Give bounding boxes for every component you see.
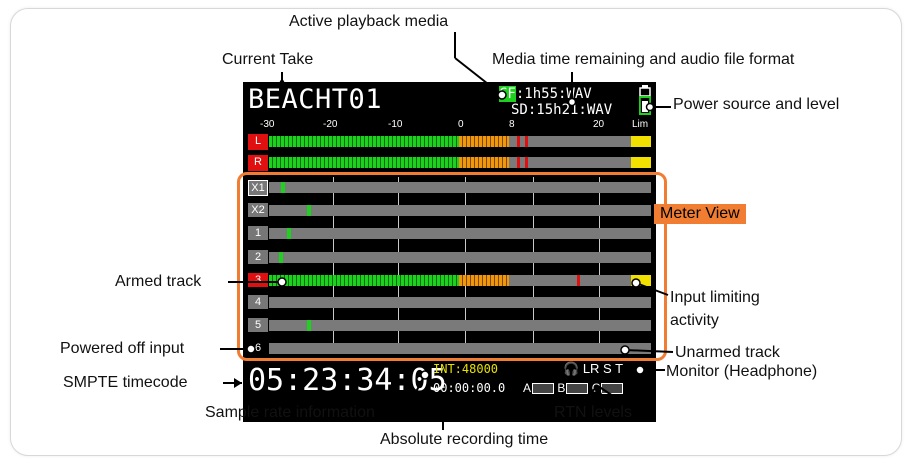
limit-indicator bbox=[631, 136, 651, 147]
track-label: 1 bbox=[248, 226, 268, 240]
headphone-icon: 🎧 bbox=[563, 361, 580, 376]
peak-hold-marker bbox=[577, 275, 580, 286]
meter-peak-indicator bbox=[307, 320, 311, 331]
peak-hold-marker bbox=[517, 157, 520, 168]
limit-indicator bbox=[631, 275, 651, 286]
lim-label: Lim bbox=[632, 119, 649, 130]
annotation-monitor-headphone: Monitor (Headphone) bbox=[666, 363, 818, 380]
scale-tick-label: 0 bbox=[458, 119, 464, 130]
meter-orange-segment bbox=[459, 275, 509, 286]
annotation-sample-rate-info: Sample rate information bbox=[205, 404, 375, 421]
track-meter bbox=[269, 205, 651, 216]
peak-hold-marker bbox=[525, 157, 528, 168]
track-meter bbox=[269, 182, 651, 193]
track-label: X1 bbox=[248, 180, 268, 196]
cf-media-status: CF:1h55:WAV bbox=[499, 86, 592, 102]
scale-tick-label: 8 bbox=[509, 119, 515, 130]
track-meter bbox=[269, 320, 651, 331]
sample-rate-info: INT:48000 bbox=[433, 362, 499, 376]
scale-tick-label: -20 bbox=[323, 119, 338, 130]
annotation-smpte-timecode: SMPTE timecode bbox=[63, 374, 188, 391]
meter-peak-indicator bbox=[279, 252, 283, 263]
track-label: 2 bbox=[248, 250, 268, 264]
cf-media-text: :1h55:WAV bbox=[515, 86, 592, 102]
rtn-b-meter bbox=[566, 383, 589, 395]
meter-green-segment bbox=[269, 157, 459, 168]
track-meter bbox=[269, 343, 651, 354]
rtn-c-label: C bbox=[591, 381, 601, 395]
track-meter bbox=[269, 228, 651, 239]
track-label: 4 bbox=[248, 295, 268, 309]
track-meter bbox=[269, 275, 651, 286]
stereo-meter bbox=[269, 157, 651, 168]
track-label: 5 bbox=[248, 318, 268, 332]
track-label: X2 bbox=[248, 203, 268, 217]
meter-peak-indicator bbox=[287, 228, 291, 239]
monitor-status: 🎧 LR S T bbox=[563, 362, 623, 376]
rtn-c-meter bbox=[601, 383, 624, 395]
rtn-a-label: A bbox=[523, 381, 532, 395]
meter-green-segment bbox=[269, 275, 459, 286]
meter-view-highlight bbox=[237, 172, 667, 361]
annotation-unarmed-track: Unarmed track bbox=[675, 344, 780, 361]
peak-hold-marker bbox=[517, 136, 520, 147]
annotation-armed-track: Armed track bbox=[115, 273, 202, 290]
scale-tick-label: 20 bbox=[593, 119, 605, 130]
track-meter bbox=[269, 252, 651, 263]
recorder-screen: BEACHT01 CF:1h55:WAV SD:15h21:WAV -30 -20… bbox=[243, 82, 656, 422]
annotation-input-limiting-1: Input limiting bbox=[670, 289, 760, 306]
rtn-a-meter bbox=[532, 383, 555, 395]
absolute-recording-time: 00:00:00.0 bbox=[433, 381, 506, 395]
meter-orange-segment bbox=[459, 136, 509, 147]
meter-peak-indicator bbox=[281, 182, 285, 193]
sd-media-status: SD:15h21:WAV bbox=[511, 102, 613, 118]
rtn-levels: A B C bbox=[523, 381, 624, 395]
battery-icon bbox=[639, 85, 651, 115]
stereo-channel-label: R bbox=[248, 155, 268, 171]
annotation-powered-off-input: Powered off input bbox=[60, 340, 185, 357]
annotation-active-playback-media: Active playback media bbox=[289, 13, 449, 30]
peak-hold-marker bbox=[525, 136, 528, 147]
annotation-input-limiting-2: activity bbox=[670, 312, 719, 329]
rtn-b-label: B bbox=[557, 381, 566, 395]
limit-indicator bbox=[631, 157, 651, 168]
meter-grid-line bbox=[398, 177, 399, 352]
annotation-media-time-remaining: Media time remaining and audio file form… bbox=[492, 51, 795, 68]
meter-orange-segment bbox=[459, 157, 509, 168]
stereo-meter bbox=[269, 136, 651, 147]
meter-view-label: Meter View bbox=[654, 204, 746, 224]
annotation-rtn-levels: RTN levels bbox=[554, 404, 632, 421]
scale-tick-label: -30 bbox=[260, 119, 275, 130]
smpte-timecode: 05:23:34:05 bbox=[248, 363, 447, 398]
meter-grid-line bbox=[599, 177, 600, 352]
monitor-mode-text: LR S T bbox=[582, 361, 624, 376]
annotation-power-source: Power source and level bbox=[673, 96, 840, 113]
scale-tick-label: -10 bbox=[388, 119, 403, 130]
armed-track-label: 3 bbox=[248, 273, 268, 287]
meter-grid-line bbox=[465, 177, 466, 352]
meter-grid-line bbox=[333, 177, 334, 352]
meter-peak-indicator bbox=[307, 205, 311, 216]
current-take-name: BEACHT01 bbox=[248, 84, 383, 115]
meter-green-segment bbox=[269, 136, 459, 147]
annotation-current-take: Current Take bbox=[222, 51, 314, 68]
track-meter bbox=[269, 297, 651, 308]
annotation-absolute-recording-time: Absolute recording time bbox=[380, 431, 549, 448]
stereo-channel-label: L bbox=[248, 134, 268, 150]
meter-grid-line bbox=[533, 177, 534, 352]
cf-active-indicator: CF bbox=[499, 86, 516, 102]
